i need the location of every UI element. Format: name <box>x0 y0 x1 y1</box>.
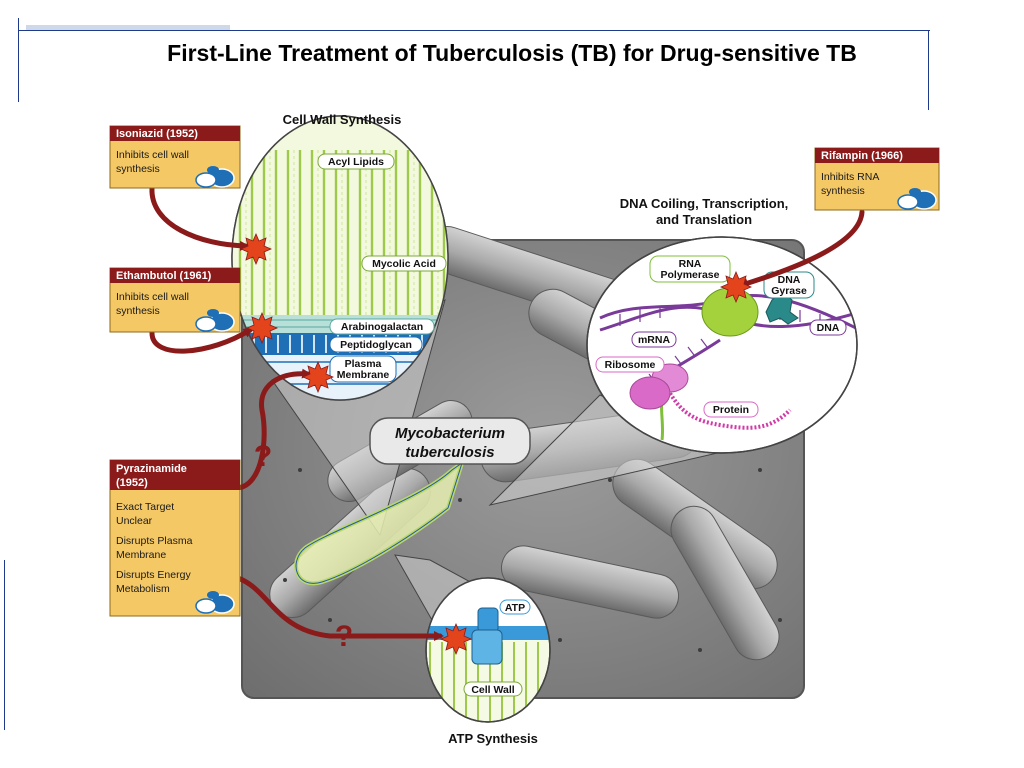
pyrazinamide-plasma-arrow <box>235 368 312 491</box>
cell-wall-inset: Acyl Lipids Mycolic Acid Arabinogalactan… <box>231 115 449 401</box>
atp-label: ATP <box>505 602 525 614</box>
organism-label-line1: Mycobacterium <box>395 425 505 442</box>
top-accent-bar <box>26 25 230 31</box>
dna-component-labels: RNA Polymerase DNA Gyrase DNA mRNA Ribos… <box>595 255 847 418</box>
pill-icon <box>195 166 235 188</box>
cell-wall-heading: Cell Wall Synthesis <box>283 112 402 127</box>
bacterium-outline <box>295 461 463 584</box>
drug-box-ethambutol: Ethambutol (1961) Inhibits cell wall syn… <box>109 267 241 333</box>
atp-synthase-shape <box>471 607 503 665</box>
pyrazinamide-name-line2: (1952) <box>116 477 148 489</box>
isoniazid-name: Isoniazid (1952) <box>116 128 198 140</box>
mrna-label: mRNA <box>638 334 671 346</box>
pill-icon <box>195 591 235 614</box>
rifampin-name: Rifampin (1966) <box>821 150 903 162</box>
ethambutol-arrow <box>149 327 254 354</box>
drug-box-isoniazid: Isoniazid (1952) Inhibits cell wall synt… <box>109 125 241 189</box>
isoniazid-effect-line2: synthesis <box>116 163 160 175</box>
plasma-label-line2: Membrane <box>337 369 390 381</box>
rifampin-arrow <box>738 209 865 288</box>
organism-label: Mycobacterium tuberculosis <box>369 417 531 465</box>
dna-gyrase-label-line2: Gyrase <box>771 285 807 297</box>
burst-icon <box>245 311 279 345</box>
plasma-label-line1: Plasma <box>345 358 382 370</box>
top-rule <box>18 30 930 31</box>
question-mark-atp: ? <box>335 620 353 653</box>
burst-icon <box>301 360 335 394</box>
mycolic-acid-label: Mycolic Acid <box>372 258 436 270</box>
pyrazinamide-line-2: Unclear <box>116 515 153 527</box>
peptidoglycan-label: Peptidoglycan <box>340 339 412 351</box>
pyrazinamide-line-3: Disrupts Plasma <box>116 535 193 547</box>
atp-heading: ATP Synthesis <box>448 731 538 746</box>
dna-heading-line2: and Translation <box>656 212 752 227</box>
burst-icon <box>439 622 473 656</box>
pyrazinamide-line-6: Metabolism <box>116 583 170 595</box>
question-mark-plasma: ? <box>254 440 272 473</box>
pyrazinamide-line-4: Membrane <box>116 549 166 561</box>
pyrazinamide-atp-arrow <box>235 575 444 641</box>
mycolic-acid-chains <box>238 150 446 315</box>
burst-icon <box>719 270 753 304</box>
arabinogalactan-label: Arabinogalactan <box>341 321 423 333</box>
dna-inset: RNA Polymerase DNA Gyrase DNA mRNA Ribos… <box>586 236 858 454</box>
ethambutol-name: Ethambutol (1961) <box>116 270 212 282</box>
slide-title: First-Line Treatment of Tuberculosis (TB… <box>167 40 857 66</box>
left-rule <box>18 18 19 102</box>
pill-icon <box>195 309 235 332</box>
pill-icon <box>897 188 937 210</box>
ribosome-label: Ribosome <box>605 359 656 371</box>
rifampin-effect-line1: Inhibits RNA <box>821 171 879 183</box>
dna-gyrase-label-line1: DNA <box>778 274 801 286</box>
drug-box-rifampin: Rifampin (1966) Inhibits RNA synthesis <box>814 147 940 211</box>
burst-icon <box>239 232 273 266</box>
drug-box-pyrazinamide: Pyrazinamide (1952) Exact Target Unclear… <box>109 459 241 617</box>
rna-polymerase-label-line2: Polymerase <box>661 269 720 281</box>
organism-label-line2: tuberculosis <box>405 444 494 461</box>
atp-cell-wall-label: Cell Wall <box>471 684 514 696</box>
left-lower-rule <box>4 560 5 730</box>
acyl-lipids-label: Acyl Lipids <box>328 156 384 168</box>
rifampin-effect-line2: synthesis <box>821 185 865 197</box>
right-rule <box>928 30 929 110</box>
rna-polymerase-label-line1: RNA <box>679 258 702 270</box>
protein-chain <box>666 388 792 430</box>
ethambutol-effect-line2: synthesis <box>116 305 160 317</box>
dna-label: DNA <box>817 322 840 334</box>
protein-label: Protein <box>713 404 749 416</box>
drug-action-arrows <box>149 185 865 641</box>
inhibition-burst-icons <box>239 232 753 656</box>
ethambutol-effect-line1: Inhibits cell wall <box>116 291 189 303</box>
isoniazid-arrow <box>149 185 250 251</box>
pyrazinamide-name-line1: Pyrazinamide <box>116 463 187 475</box>
cell-wall-layer-labels: Acyl Lipids Mycolic Acid Arabinogalactan… <box>317 153 447 383</box>
dna-heading-line1: DNA Coiling, Transcription, <box>620 196 789 211</box>
pyrazinamide-line-5: Disrupts Energy <box>116 569 191 581</box>
atp-inset: ATP Cell Wall <box>425 577 551 723</box>
pyrazinamide-line-1: Exact Target <box>116 501 174 513</box>
isoniazid-effect-line1: Inhibits cell wall <box>116 149 189 161</box>
